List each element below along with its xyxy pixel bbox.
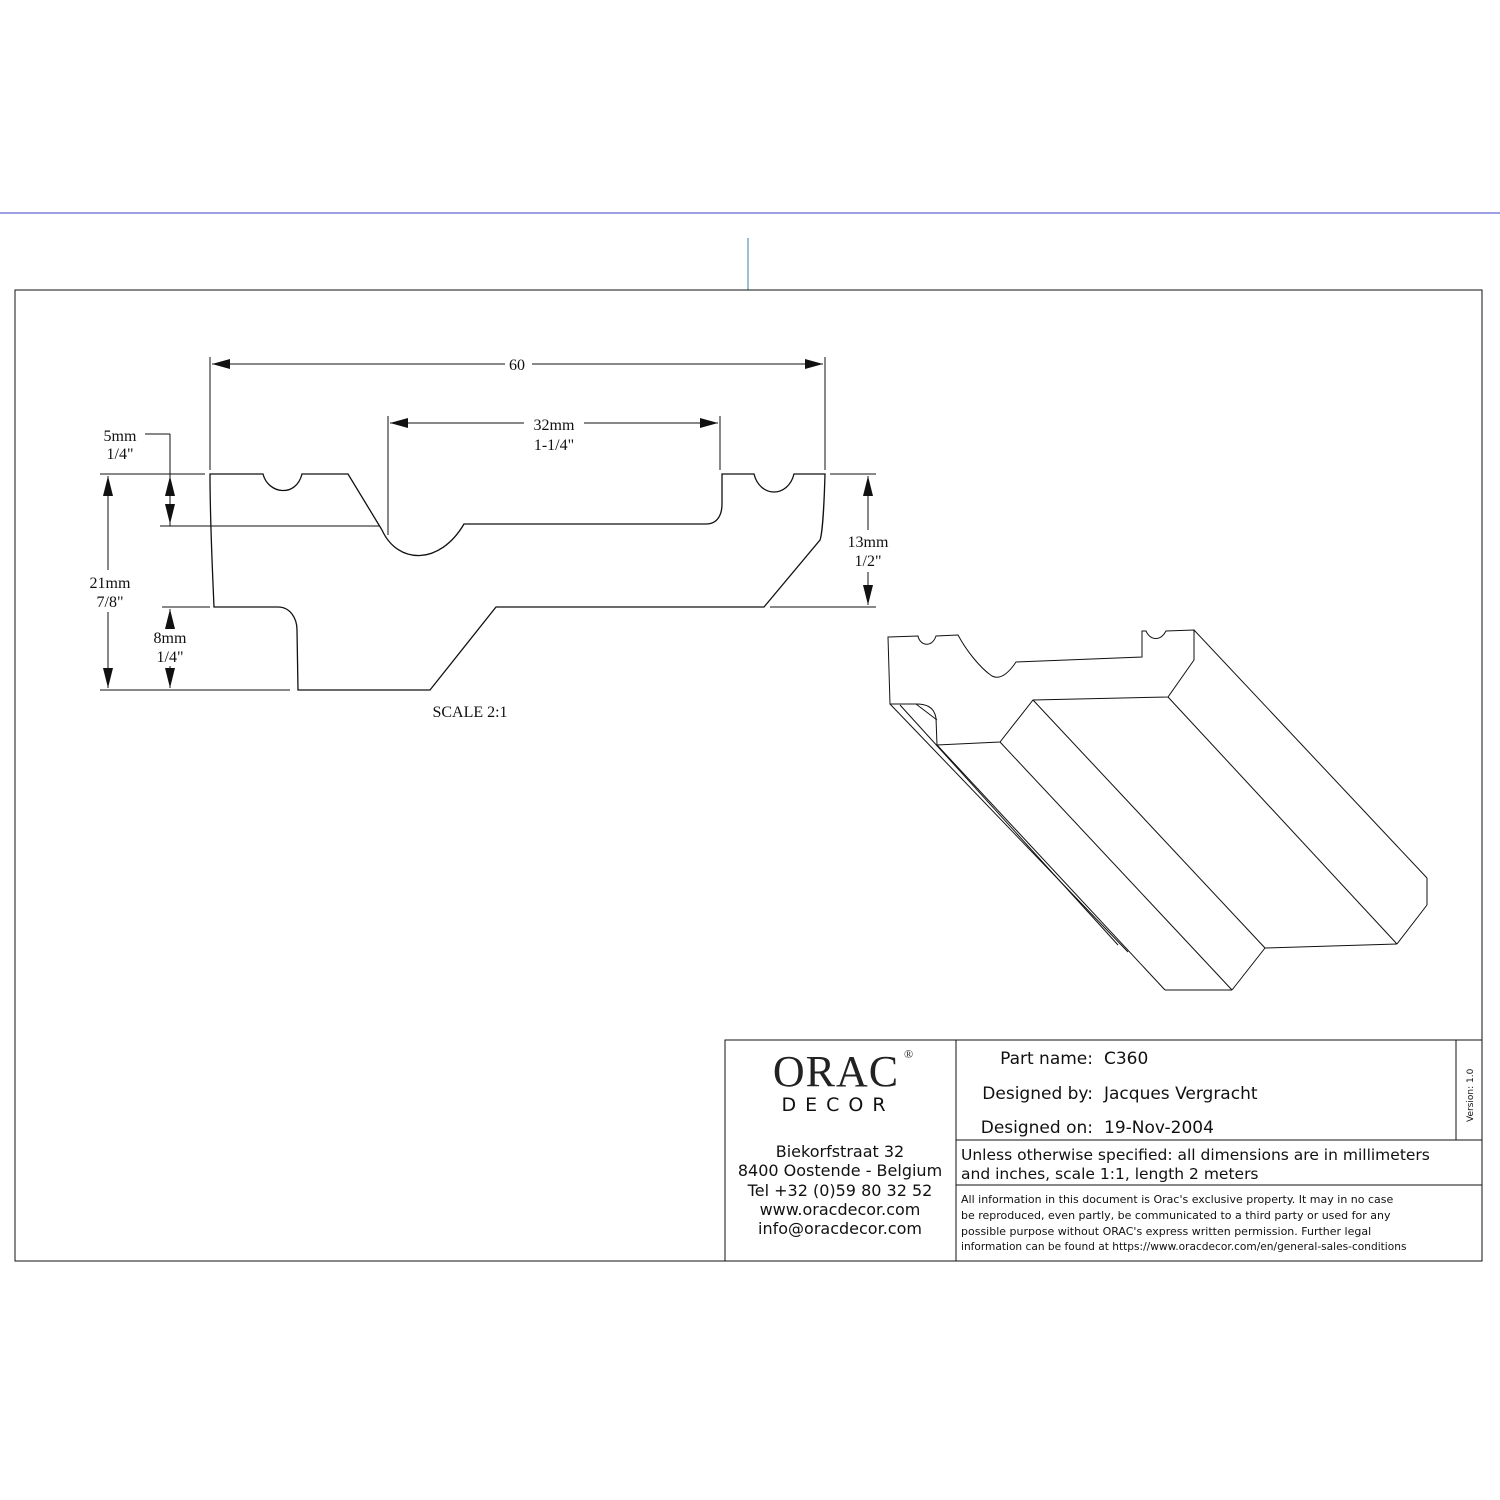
orac-decor-logo: ORAC ® DECOR <box>773 1047 913 1116</box>
legal-line-4: information can be found at https://www.… <box>961 1241 1406 1253</box>
dim-bottom-step-mm: 8mm <box>154 630 187 647</box>
part-name-label: Part name: <box>1000 1049 1093 1069</box>
address-email: info@oracdecor.com <box>758 1219 922 1238</box>
designed-on-value: 19-Nov-2004 <box>1104 1118 1214 1138</box>
designed-by-label: Designed by: <box>982 1084 1093 1104</box>
legal-line-3: possible purpose without ORAC's express … <box>961 1225 1371 1238</box>
dim-overall-width: 60 <box>509 357 525 374</box>
isometric-view <box>887 629 1428 991</box>
dim-total-height-mm: 21mm <box>90 575 131 592</box>
dimension-21mm: 21mm 7/8" <box>90 473 290 691</box>
dim-top-depth-mm: 5mm <box>104 428 137 445</box>
designed-on-label: Designed on: <box>981 1118 1093 1138</box>
dim-total-height-in: 7/8" <box>97 594 124 611</box>
dim-bottom-step-in: 1/4" <box>157 649 184 666</box>
sheet-border <box>14 289 1483 1262</box>
address-city: 8400 Oostende - Belgium <box>738 1161 942 1180</box>
designed-by-value: Jacques Vergracht <box>1103 1084 1258 1104</box>
dim-right-height-in: 1/2" <box>855 553 882 570</box>
dim-right-height-mm: 13mm <box>848 534 889 551</box>
legal-line-1: All information in this document is Orac… <box>961 1193 1394 1206</box>
dim-groove-mm: 32mm <box>534 417 575 434</box>
profile-section <box>209 473 826 691</box>
version-label: Version: 1.0 <box>1466 1068 1476 1122</box>
dimension-8mm: 8mm 1/4" <box>154 606 210 688</box>
company-address: Biekorfstraat 32 8400 Oostende - Belgium… <box>738 1142 942 1238</box>
dimension-60: 60 <box>209 357 826 470</box>
part-name-value: C360 <box>1104 1049 1148 1069</box>
dim-top-depth-in: 1/4" <box>107 446 134 463</box>
dimension-32mm: 32mm 1-1/4" <box>387 416 721 535</box>
spec-line-2: and inches, scale 1:1, length 2 meters <box>961 1165 1259 1183</box>
address-web: www.oracdecor.com <box>760 1200 921 1219</box>
dim-groove-in: 1-1/4" <box>534 437 574 454</box>
spec-line-1: Unless otherwise specified: all dimensio… <box>961 1146 1430 1164</box>
address-tel: Tel +32 (0)59 80 32 52 <box>747 1181 933 1200</box>
dimension-13mm: 13mm 1/2" <box>770 473 889 608</box>
scale-label: SCALE 2:1 <box>432 704 507 721</box>
logo-registered: ® <box>904 1047 913 1061</box>
address-street: Biekorfstraat 32 <box>776 1142 904 1161</box>
title-block: ORAC ® DECOR Biekorfstraat 32 8400 Ooste… <box>724 1039 1483 1262</box>
logo-main: ORAC <box>773 1047 899 1096</box>
dimension-5mm: 5mm 1/4" <box>104 428 380 527</box>
part-info: Part name: C360 Designed by: Jacques Ver… <box>981 1049 1258 1138</box>
legal-line-2: be reproduced, even partly, be communica… <box>961 1209 1391 1222</box>
logo-sub: DECOR <box>781 1094 894 1116</box>
